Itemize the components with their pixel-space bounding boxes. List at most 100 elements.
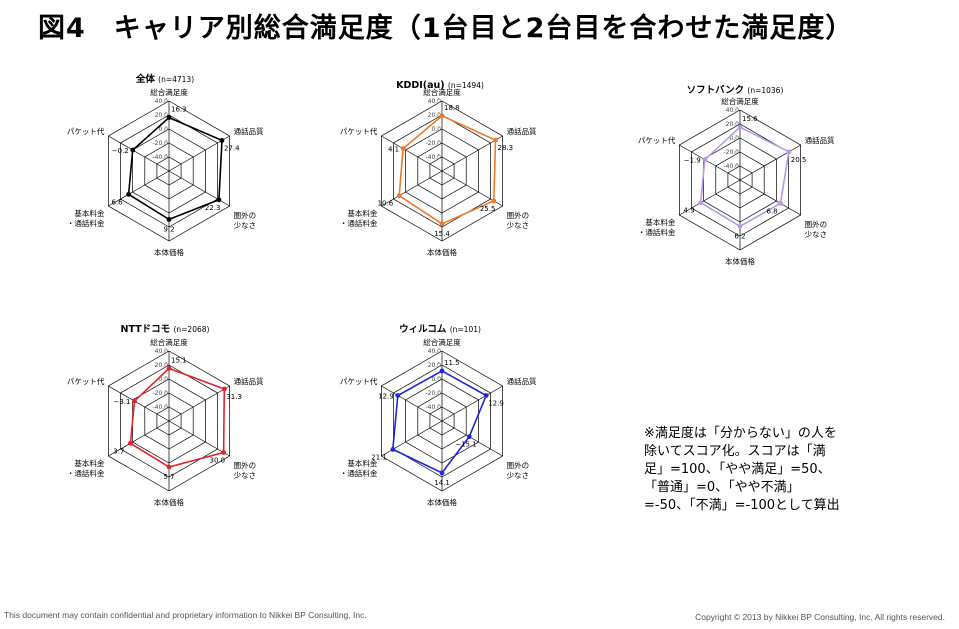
radar-axis-label: 本体価格 [427,247,457,257]
radar-data-point [466,434,472,440]
radar-spoke [381,135,443,172]
radar-spoke [108,420,170,457]
radar-data-point [132,398,137,404]
radar-data-point [221,386,227,392]
radar-tick-label: -40.0 [425,154,441,161]
radar-data-point [439,113,445,119]
radar-axis-label: 本体価格 [427,497,457,507]
radar-tick-label: 20.0 [155,362,169,369]
radar-data-point [400,146,406,151]
radar-axis-label: 基本料金・通話料金 [67,458,105,478]
radar-tick-label: -40.0 [152,154,168,161]
radar-tick-label: 20.0 [428,362,442,369]
radar-value-label: −0.2 [112,147,129,155]
radar-axis-label: 本体価格 [154,497,184,507]
radar-data-point [130,147,136,153]
radar-spoke [441,385,503,422]
radar-data-point [737,223,743,229]
radar-axis-label: 通話品質 [507,376,537,386]
radar-spoke [739,179,801,216]
scoring-note: ※満足度は「分からない」の人を除いてスコア化。スコアは「満足」=100、「やや満… [644,426,840,513]
radar-value-label: 6.6 [111,198,123,206]
radar-value-label: 3.7 [113,447,124,455]
radar-data-point [127,440,133,446]
radar-tick-label: -20.0 [152,140,168,147]
radar-value-label: 31.3 [226,393,242,401]
radar-tick-label: 0.0 [431,376,441,383]
radar-chart-title: KDDI(au) (n=1494) [396,80,484,91]
radar-axis-label: パケット代 [340,126,378,136]
radar-axis-label: 基本料金・通話料金 [67,208,105,228]
radar-spoke [679,179,741,216]
radar-tick-label: -20.0 [152,390,168,397]
radar-axis-label: 本体価格 [725,256,755,266]
radar-value-label: −15.1 [455,441,476,449]
radar-spoke [108,170,170,207]
radar-data-point [395,393,401,398]
radar-value-label: 20.5 [791,156,807,164]
radar-tick-label: 40.0 [155,98,169,105]
radar-tick-label: 20.0 [428,112,442,119]
footer-confidential: This document may contain confidential a… [4,610,367,620]
radar-value-label: 21.1 [371,453,387,461]
radar-value-label: 18.8 [444,104,460,112]
radar-value-label: 5.7 [163,473,174,481]
radar-spoke [441,420,503,457]
radar-value-label: −3.1 [114,398,131,406]
radar-axis-label: 通話品質 [805,135,835,145]
footer-copyright: Copyright © 2013 by Nikkei BP Consulting… [695,612,945,622]
radar-axis-label: 通話品質 [234,376,264,386]
radar-tick-label: 40.0 [428,348,442,355]
radar-axis-label: 圏外の少なさ [507,460,530,480]
radar-data-point [439,368,445,374]
radar-tick-label: -40.0 [152,404,168,411]
radar-data-point [702,157,708,163]
radar-axis-label: 総合満足度 [150,87,188,97]
radar-data-point [166,366,172,371]
radar-axis-label: 基本料金・通話料金 [340,208,378,228]
radar-axis-label: パケット代 [67,376,105,386]
radar-tick-label: 0.0 [158,126,168,133]
radar-axis-label: 本体価格 [154,247,184,257]
radar-spoke [168,385,230,422]
radar-spoke [381,420,443,457]
radar-tick-label: 40.0 [428,98,442,105]
radar-value-label: 14.1 [434,479,450,487]
radar-tick-label: 40.0 [726,107,740,114]
radar-chart-title: NTTドコモ (n=2068) [121,324,210,335]
radar-value-label: 12.9 [378,392,394,400]
radar-spoke [108,135,170,172]
radar-value-label: 12.9 [488,399,504,407]
radar-value-label: 15.1 [171,356,187,364]
radar-value-label: 4.1 [388,146,399,154]
radar-chart-title: 全体 (n=4713) [135,73,194,85]
radar-spoke [381,170,443,207]
radar-axis-label: 圏外の少なさ [805,219,828,239]
radar-spoke [441,135,503,172]
radar-tick-label: 0.0 [729,135,739,142]
radar-tick-label: -20.0 [723,149,739,156]
radar-value-label: 11.5 [444,359,460,367]
radar-tick-label: -40.0 [723,163,739,170]
radar-data-point [483,393,489,398]
radar-value-label: 25.5 [480,205,496,213]
radar-tick-label: 40.0 [155,348,169,355]
radar-spoke [168,135,230,172]
radar-tick-label: 20.0 [155,112,169,119]
radar-axis-label: 通話品質 [234,126,264,136]
radar-spoke [679,144,741,181]
radar-value-label: 6.8 [766,207,777,215]
radar-data-point [698,200,704,206]
radar-axis-label: 総合満足度 [423,87,461,97]
radar-data-point [491,198,497,204]
radar-axis-label: パケット代 [340,376,378,386]
radar-data-point [126,191,132,197]
radar-spoke [381,385,443,422]
radar-axis-label: 総合満足度 [150,337,188,347]
radar-data-point [166,464,172,470]
radar-chart-title: ウィルコム (n=101) [399,324,481,335]
